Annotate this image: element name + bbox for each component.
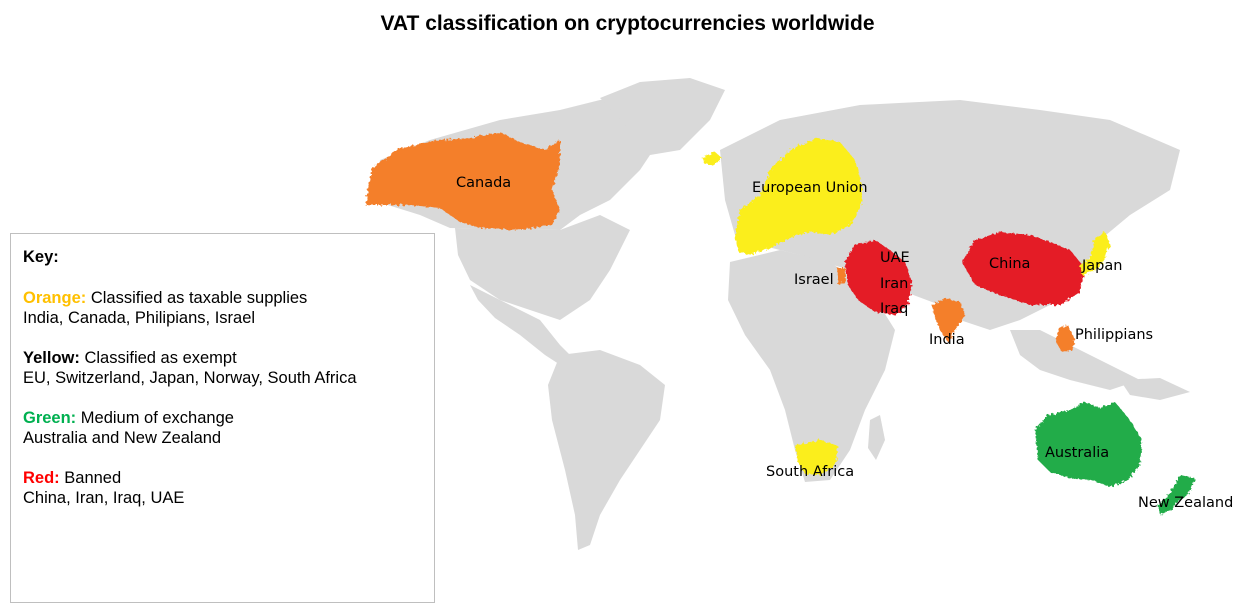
key-group-yellow: Yellow: Classified as exempt EU, Switzer… [23, 348, 422, 388]
land-mexico-central-america [470, 285, 575, 368]
region-south-africa [795, 440, 838, 475]
key-description-orange: Classified as taxable supplies [86, 289, 308, 307]
land-southeast-asia [1010, 330, 1140, 390]
label-uae: UAE [880, 250, 910, 266]
key-group-orange: Orange: Classified as taxable supplies I… [23, 288, 422, 328]
key-color-orange: Orange: [23, 289, 87, 307]
key-heading: Key: [23, 248, 59, 266]
land-africa [728, 250, 895, 482]
label-philippines: Philippians [1075, 327, 1153, 343]
land-usa [455, 215, 630, 320]
key-description-yellow: Classified as exempt [79, 349, 237, 367]
label-south-africa: South Africa [766, 464, 854, 480]
region-china [962, 232, 1085, 305]
label-china: China [989, 256, 1030, 272]
region-uae-iraq-iran [845, 240, 912, 315]
map-title: VAT classification on cryptocurrencies w… [380, 12, 875, 35]
country-labels: Canada European Union UAE Israel Iran Ir… [456, 175, 1233, 511]
label-india: India [929, 332, 965, 348]
region-iceland [703, 152, 722, 165]
key-countries-yellow: EU, Switzerland, Japan, Norway, South Af… [23, 369, 357, 387]
region-australia [1035, 402, 1142, 487]
land-greenland [600, 78, 725, 155]
key-color-yellow: Yellow: [23, 349, 80, 367]
key-color-red: Red: [23, 469, 60, 487]
label-new-zealand: New Zealand [1138, 495, 1233, 511]
region-israel [837, 268, 846, 285]
map-key: Key: Orange: Classified as taxable suppl… [10, 233, 435, 603]
land-south-america [548, 350, 665, 550]
label-iran: Iran [880, 276, 908, 292]
key-countries-orange: India, Canada, Philipians, Israel [23, 309, 256, 327]
key-countries-red: China, Iran, Iraq, UAE [23, 489, 185, 507]
colored-countries [365, 132, 1195, 515]
key-group-green: Green: Medium of exchange Australia and … [23, 408, 422, 448]
key-description-green: Medium of exchange [76, 409, 234, 427]
region-new-zealand [1158, 475, 1195, 515]
label-australia: Australia [1045, 445, 1109, 461]
label-japan: Japan [1081, 258, 1122, 274]
key-color-green: Green: [23, 409, 77, 427]
label-iraq: Iraq [880, 301, 908, 317]
region-philippines [1056, 325, 1075, 352]
land-new-guinea [1120, 378, 1190, 400]
region-european-union [735, 138, 862, 255]
region-canada [365, 132, 560, 230]
region-india [932, 298, 965, 342]
label-israel: Israel [794, 272, 834, 288]
label-european-union: European Union [752, 180, 868, 196]
key-countries-green: Australia and New Zealand [23, 429, 222, 447]
land-madagascar [868, 415, 885, 460]
key-group-red: Red: Banned China, Iran, Iraq, UAE [23, 468, 422, 508]
label-canada: Canada [456, 175, 511, 191]
key-description-red: Banned [59, 469, 122, 487]
region-japan [1080, 232, 1110, 275]
